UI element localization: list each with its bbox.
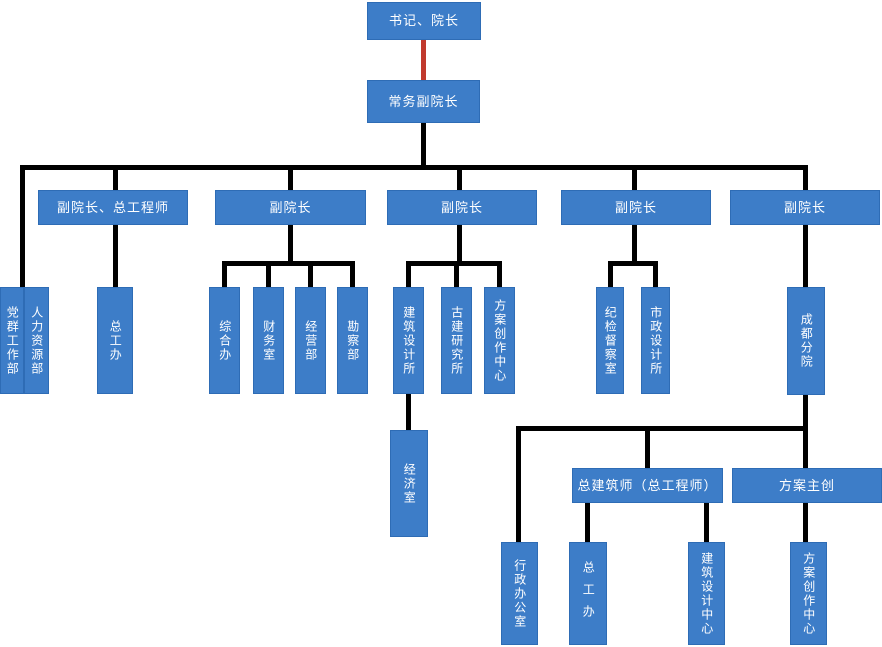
connector-vp1-stem xyxy=(288,225,293,265)
connector-drop-ancient-institute xyxy=(454,261,459,288)
node-discipline-inspection-office: 纪检督察室 xyxy=(596,287,624,394)
connector-vp3-stem xyxy=(632,225,637,265)
node-chengdu-scheme-creation-center: 方案创作中心 xyxy=(790,542,827,645)
node-ancient-arch-institute: 古建研究所 xyxy=(441,287,472,394)
connector-vp2-stem xyxy=(457,225,462,265)
connector-drop-vp-chief-engineer xyxy=(113,165,118,192)
node-survey-dept: 勘察部 xyxy=(337,287,368,394)
connector-drop-business-dept xyxy=(308,261,313,288)
node-vp4: 副院长 xyxy=(730,190,880,225)
connector-drop-chengdu-ce-office xyxy=(585,503,590,542)
connector-vp-ce-to-office xyxy=(113,225,118,287)
node-president: 书记、院长 xyxy=(367,2,481,40)
node-executive-vp: 常务副院长 xyxy=(367,80,480,123)
node-general-office: 综合办 xyxy=(209,287,240,394)
connector-drop-chief-architect xyxy=(645,426,650,468)
node-scheme-lead: 方案主创 xyxy=(732,468,882,503)
node-business-dept: 经营部 xyxy=(295,287,326,394)
connector-president-executive xyxy=(421,40,426,80)
node-chengdu-branch: 成都分院 xyxy=(787,287,825,395)
connector-chengdu-stem xyxy=(803,395,808,468)
connector-drop-vp2 xyxy=(457,165,462,192)
node-chief-engineer-office: 总工办 xyxy=(97,287,133,394)
connector-drop-left-pair xyxy=(20,165,25,287)
connector-drop-survey-dept xyxy=(350,261,355,288)
connector-drop-scheme-center xyxy=(497,261,502,288)
connector-drop-general-office xyxy=(222,261,227,288)
connector-drop-arch-design-center xyxy=(704,503,709,542)
node-vp2: 副院长 xyxy=(387,190,537,225)
connector-vp4-to-chengdu xyxy=(803,225,808,287)
connector-drop-chengdu-scheme-center xyxy=(803,503,808,542)
node-scheme-creation-center: 方案创作中心 xyxy=(484,287,515,394)
node-vp3: 副院长 xyxy=(561,190,711,225)
node-admin-office: 行政办公室 xyxy=(501,542,538,645)
node-party-mass-dept: 党群工作部 xyxy=(0,287,24,394)
node-municipal-design-institute: 市政设计所 xyxy=(641,287,670,394)
connector-drop-admin-office xyxy=(516,426,521,542)
connector-vp1-rail xyxy=(222,261,355,266)
connector-drop-vp4 xyxy=(803,165,808,192)
connector-executive-stem xyxy=(421,123,426,167)
connector-chengdu-rail xyxy=(516,426,808,431)
connector-drop-finance-office xyxy=(266,261,271,288)
node-hr-dept: 人力资源部 xyxy=(24,287,49,394)
node-vp1: 副院长 xyxy=(215,190,366,225)
node-chief-architect: 总建筑师（总工程师） xyxy=(572,468,723,503)
connector-arch-to-economic xyxy=(406,394,411,430)
node-economic-office: 经济室 xyxy=(390,430,428,537)
node-vp-chief-engineer: 副院长、总工程师 xyxy=(38,190,188,225)
node-arch-design-institute: 建筑设计所 xyxy=(393,287,424,394)
connector-drop-arch-institute xyxy=(406,261,411,288)
connector-vp3-rail xyxy=(608,261,658,266)
node-chengdu-chief-engineer-office: 总工办 xyxy=(569,542,607,645)
node-finance-office: 财务室 xyxy=(253,287,284,394)
node-arch-design-center: 建筑设计中心 xyxy=(688,542,725,645)
connector-drop-discipline-office xyxy=(608,261,613,288)
connector-main-rail xyxy=(20,165,808,170)
connector-drop-vp3 xyxy=(632,165,637,192)
connector-drop-vp1 xyxy=(288,165,293,192)
connector-drop-municipal-institute xyxy=(653,261,658,288)
